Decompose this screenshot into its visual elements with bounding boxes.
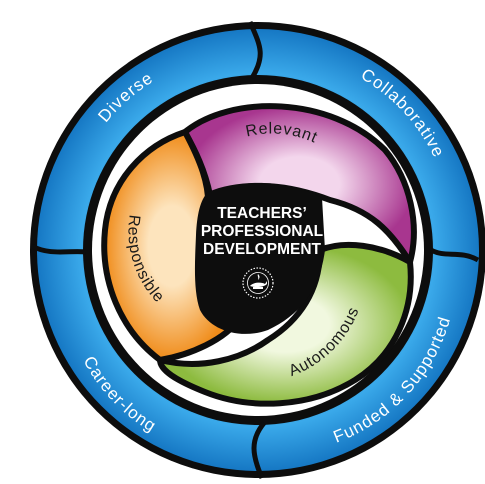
ring-divider-top <box>247 21 263 80</box>
ring-divider-left <box>30 243 87 255</box>
lamp-of-learning-seal-icon <box>242 267 274 299</box>
ring-divider-right <box>429 247 480 263</box>
center-title-line-1: TEACHERS’ <box>217 205 307 222</box>
inner-pinwheel <box>92 84 424 416</box>
ring-divider-bottom <box>251 421 266 479</box>
center-title-line-3: DEVELOPMENT <box>203 241 322 258</box>
center-hub <box>194 182 325 334</box>
center-title-line-2: PROFESSIONAL <box>201 223 323 240</box>
